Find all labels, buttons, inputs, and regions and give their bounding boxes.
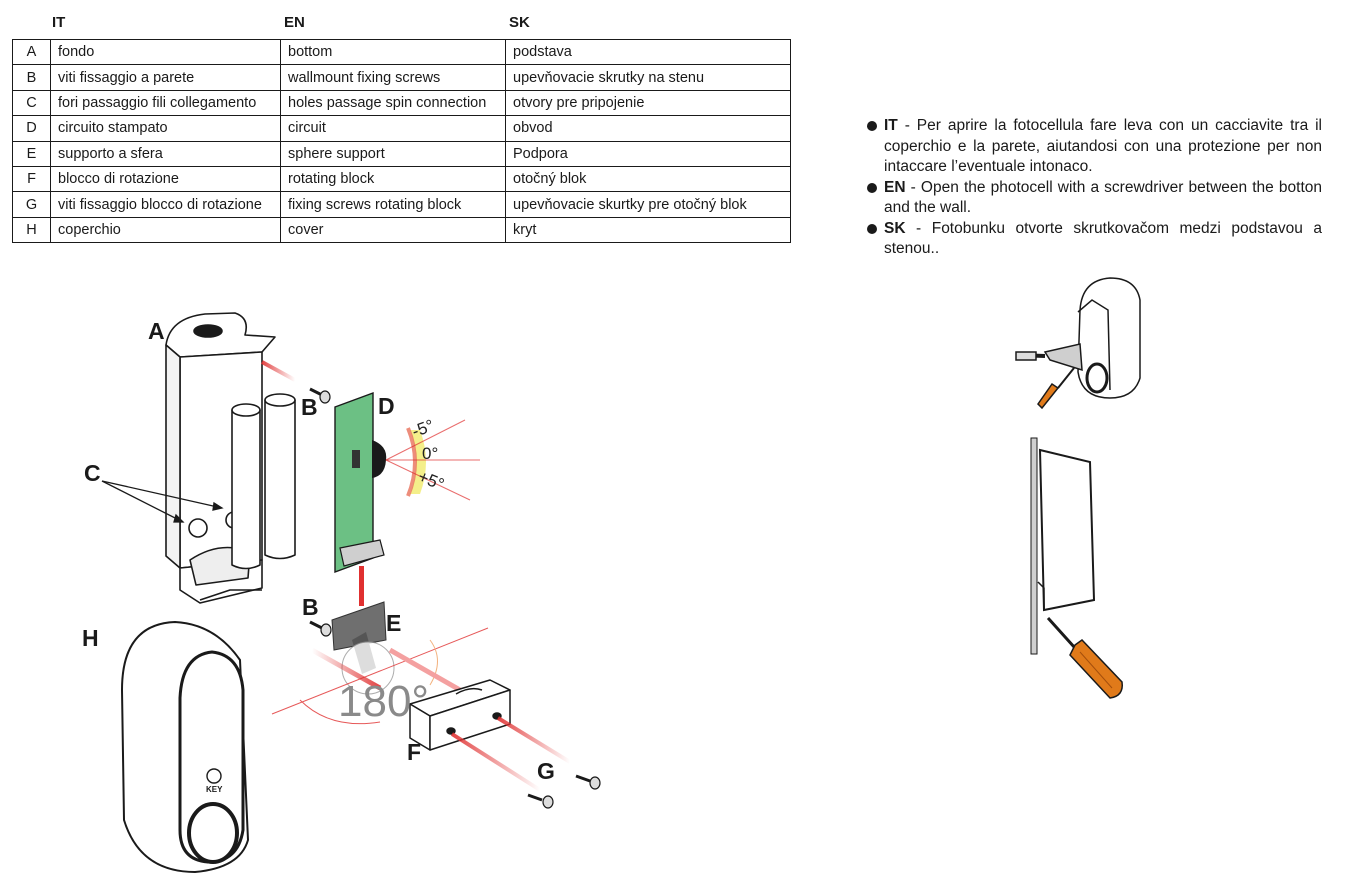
instruction-text: - Open the photocell with a screwdriver … <box>884 178 1322 217</box>
part-name-en: holes passage spin connection <box>280 89 506 117</box>
brand-logo: KEY <box>206 785 223 794</box>
instruction-lang-code: EN <box>884 178 906 196</box>
part-name-sk: otočný blok <box>505 165 791 193</box>
label-screws-bottom: B <box>302 594 319 620</box>
part-name-it: viti fissaggio blocco di rotazione <box>50 191 281 218</box>
beam-line <box>450 732 542 792</box>
screw <box>309 387 332 637</box>
label-base: A <box>148 318 165 344</box>
rotation-angle-label: 180° <box>338 677 430 726</box>
label-circuit: D <box>378 393 395 419</box>
beam-line <box>496 716 572 764</box>
opening-instructions: IT - Per aprire la fotocellula fare leva… <box>866 116 1322 260</box>
label-screws-top: B <box>301 394 318 420</box>
part-name-sk: kryt <box>505 216 791 244</box>
part-name-en: sphere support <box>280 140 506 167</box>
opening-illustration-top <box>1015 277 1141 410</box>
beam-line <box>310 647 382 691</box>
base-part <box>165 312 296 604</box>
part-name-sk: podstava <box>505 38 791 66</box>
instruction-text: - Per aprire la fotocellula fare leva co… <box>884 117 1322 175</box>
column-header-en: EN <box>284 14 305 31</box>
part-key: H <box>12 216 51 244</box>
label-sphere-support: E <box>386 610 402 636</box>
beam-line <box>261 360 296 382</box>
part-name-it: supporto a sfera <box>50 140 281 167</box>
part-key: C <box>12 89 51 117</box>
screw <box>527 774 601 809</box>
instruction-it: IT - Per aprire la fotocellula fare leva… <box>866 116 1322 178</box>
part-name-sk: otvory pre pripojenie <box>505 89 791 117</box>
part-key: D <box>12 115 51 142</box>
label-c-arrows <box>101 480 224 523</box>
cover-part <box>120 620 250 874</box>
rotation-plane <box>271 627 489 725</box>
circuit-board <box>334 391 387 606</box>
part-name-en: circuit <box>280 115 506 142</box>
part-name-it: fondo <box>50 38 281 66</box>
part-name-sk: Podpora <box>505 140 791 167</box>
column-header-sk: SK <box>509 14 530 31</box>
part-name-en: cover <box>280 216 506 244</box>
instruction-text: - Fotobunku otvorte skrutkovačom medzi p… <box>884 219 1322 258</box>
part-key: B <box>12 64 51 91</box>
angle-zero-label: 0° <box>422 444 439 463</box>
angle-indicator <box>385 419 480 501</box>
label-rotating-block: F <box>407 739 422 765</box>
part-name-it: circuito stampato <box>50 115 281 142</box>
opening-illustration-side <box>1030 437 1123 699</box>
label-holes: C <box>84 460 101 486</box>
label-cover: H <box>82 625 99 651</box>
beam-line <box>388 647 462 693</box>
column-header-it: IT <box>52 14 66 31</box>
instruction-sk: SK - Fotobunku otvorte skrutkovačom medz… <box>866 219 1322 260</box>
part-name-it: viti fissaggio a parete <box>50 64 281 91</box>
instruction-lang-code: IT <box>884 117 898 134</box>
instruction-en: EN - Open the photocell with a screwdriv… <box>866 178 1322 219</box>
part-name-it: coperchio <box>50 216 281 244</box>
instruction-lang-code: SK <box>884 219 906 237</box>
part-name-en: rotating block <box>280 165 506 193</box>
label-block-screws: G <box>537 758 555 784</box>
part-name-it: fori passaggio fili collegamento <box>50 89 281 117</box>
